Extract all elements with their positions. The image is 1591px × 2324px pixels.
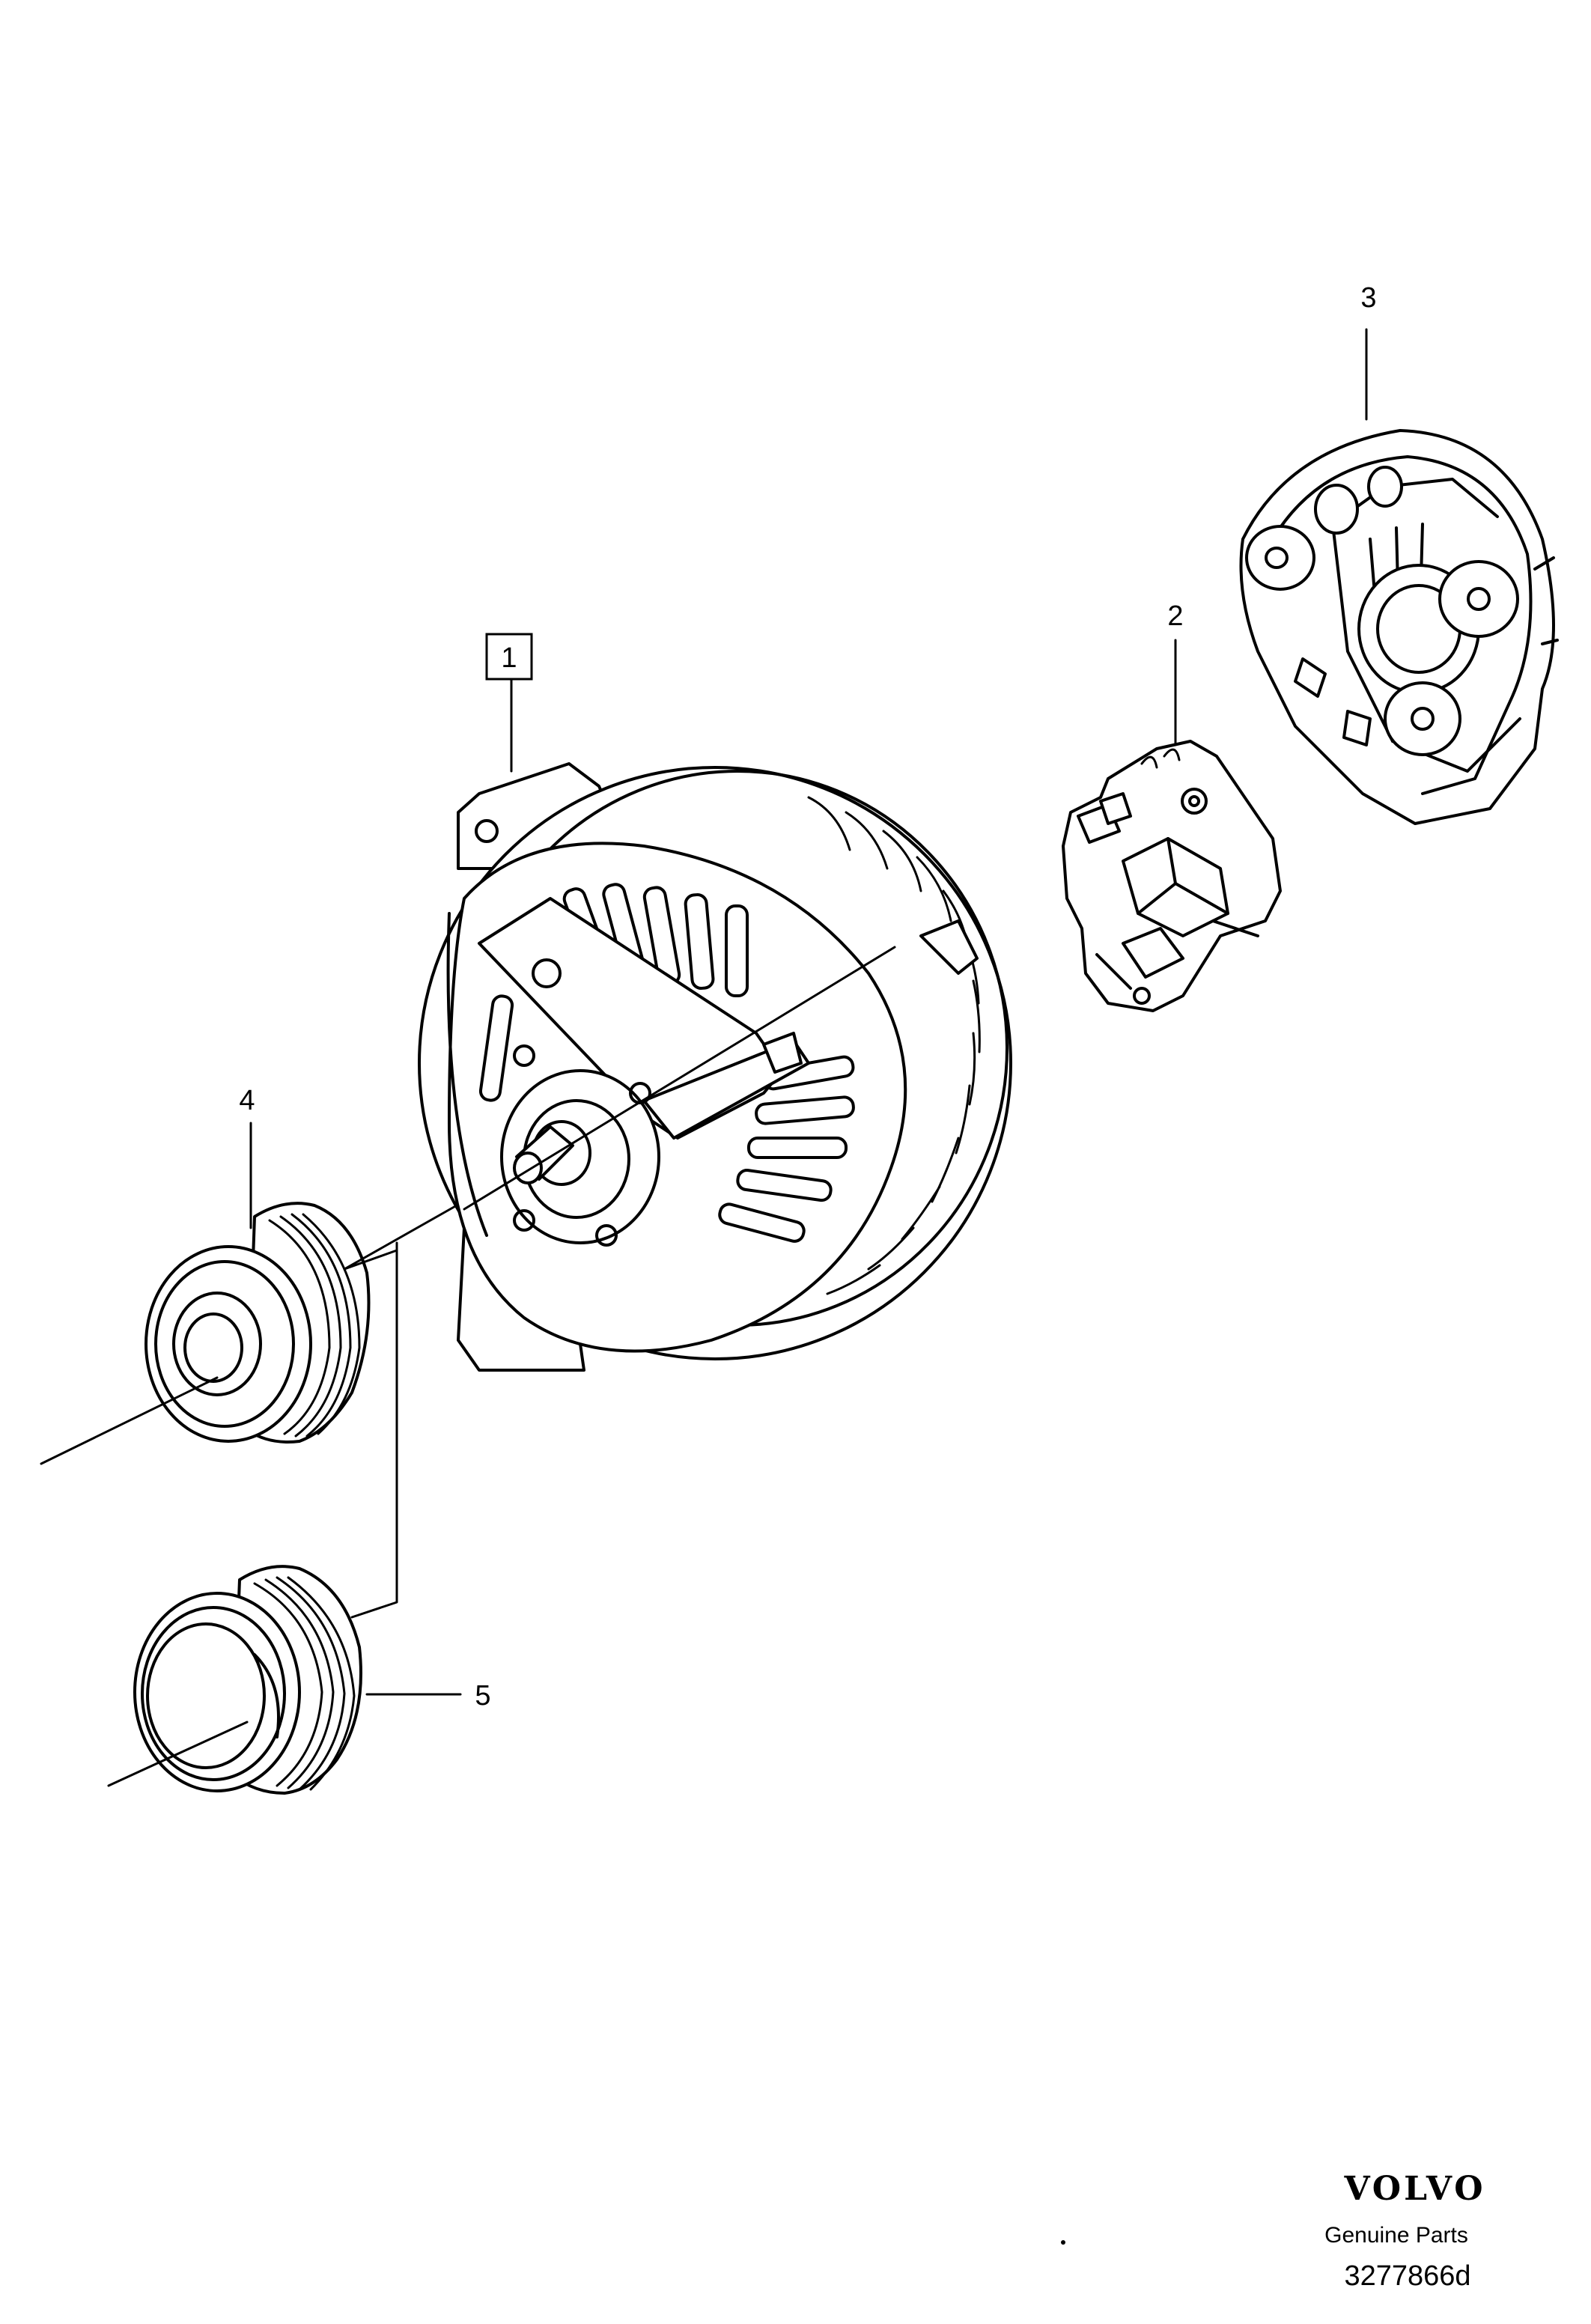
brand-tagline: Genuine Parts xyxy=(1324,2223,1468,2248)
footer-dot xyxy=(1061,2240,1065,2245)
callout-2[interactable]: 2 xyxy=(1167,600,1183,632)
pulley-4-illustration xyxy=(145,1202,371,1444)
callout-5[interactable]: 5 xyxy=(475,1680,490,1712)
footer-brand-block: VOLVO Genuine Parts 3277866d xyxy=(1061,2170,1485,2292)
rear-fins xyxy=(807,796,981,1295)
drawing-number: 3277866d xyxy=(1344,2260,1470,2292)
callout-4[interactable]: 4 xyxy=(239,1085,255,1116)
alternator-illustration xyxy=(418,762,1012,1372)
callout-1-box xyxy=(485,633,533,681)
pulley-5-illustration xyxy=(133,1565,362,1795)
voltage-regulator-illustration xyxy=(1062,740,1282,1012)
callout-1-label: 1 xyxy=(501,642,517,674)
brand-logo-text: VOLVO xyxy=(1343,2170,1485,2208)
leader-lines xyxy=(40,328,1368,1787)
callout-3[interactable]: 3 xyxy=(1360,282,1376,314)
callout-4-label: 4 xyxy=(239,1085,255,1116)
callout-2-label: 2 xyxy=(1167,600,1183,632)
callout-3-label: 3 xyxy=(1360,282,1376,314)
callout-5-label: 5 xyxy=(475,1680,490,1712)
callout-1[interactable]: 1 xyxy=(485,633,533,681)
rear-cover-illustration xyxy=(1239,429,1559,825)
